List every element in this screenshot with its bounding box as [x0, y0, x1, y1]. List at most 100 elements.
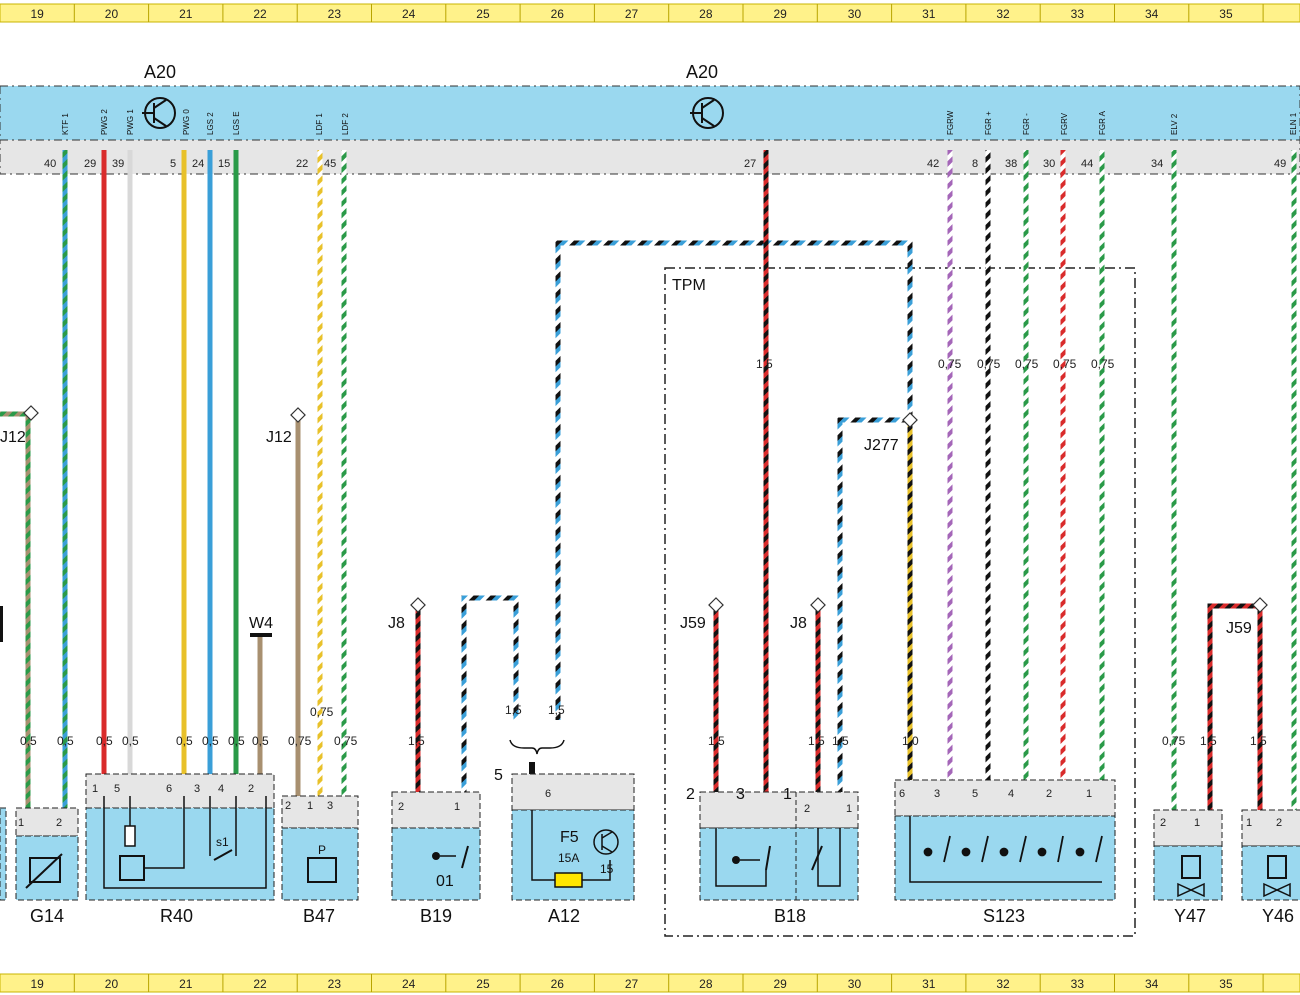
pin-label: 2 — [1160, 817, 1166, 829]
pin-label: 1 — [92, 783, 98, 795]
grid-bar-bottom — [0, 973, 1300, 993]
fuse-icon — [554, 872, 583, 888]
wire-size-label: 0,75 — [1053, 357, 1077, 371]
switch-label-s1: s1 — [216, 835, 229, 849]
component-label-b19: B19 — [420, 906, 452, 926]
grid-number: 24 — [402, 977, 416, 991]
wire — [1207, 603, 1263, 820]
switch-icon — [432, 852, 440, 860]
junction-label-j277: J277 — [864, 437, 899, 454]
wire-size-label: 0,5 — [57, 734, 74, 748]
wire-size-label: 0,75 — [977, 357, 1001, 371]
grid-number: 31 — [922, 977, 936, 991]
component-b19[interactable]: 01 2 1 — [391, 791, 481, 901]
pin-label: 1 — [307, 800, 313, 812]
pin-number: 40 — [44, 158, 56, 170]
pin-label: 2 — [285, 800, 291, 812]
pin-number: 29 — [84, 158, 96, 170]
pin-number: 24 — [192, 158, 204, 170]
signal-label: LDF 1 — [315, 113, 324, 135]
grid-number: 35 — [1219, 977, 1233, 991]
pin-number: 38 — [1005, 158, 1017, 170]
switch-icon — [732, 856, 740, 864]
component-g14[interactable]: 1 2 — [15, 807, 79, 901]
junction-icon — [290, 407, 306, 423]
grid-number: 32 — [996, 7, 1010, 21]
pin-number: 34 — [1151, 158, 1163, 170]
grid-number: 28 — [699, 7, 713, 21]
wire — [837, 417, 910, 800]
pin-label: 4 — [1008, 788, 1014, 800]
component-b47[interactable]: P 2 1 3 — [281, 795, 359, 901]
component-y46[interactable]: 1 2 — [1241, 809, 1300, 901]
pin-label: 2 — [1046, 788, 1052, 800]
wire-size-label: 0,75 — [334, 734, 358, 748]
junction-label-j8: J8 — [790, 615, 807, 632]
component-label-b47: B47 — [303, 906, 335, 926]
pin-label: 3 — [934, 788, 940, 800]
pin-label: 1 — [1194, 817, 1200, 829]
grid-number: 28 — [699, 977, 713, 991]
signal-label: FGRW — [946, 110, 955, 135]
pin-number: 45 — [324, 158, 336, 170]
grid-number: 35 — [1219, 7, 1233, 21]
brace-icon — [509, 739, 565, 755]
tpm-frame — [664, 267, 1136, 937]
switch-array-icon — [923, 835, 1103, 863]
module-a20-label-right: A20 — [686, 62, 718, 82]
component-b18[interactable]: 2 3 1 2 1 — [686, 786, 859, 901]
wires — [0, 150, 1297, 820]
pin-label: 1 — [783, 786, 792, 803]
component-r40[interactable]: s1 1 5 6 3 4 2 — [85, 773, 275, 901]
grid-number: 19 — [30, 977, 44, 991]
wire-size-label: 0,75 — [1015, 357, 1039, 371]
pin-label: 3 — [327, 800, 333, 812]
pin-number: 27 — [744, 158, 756, 170]
grid-number: 27 — [625, 7, 639, 21]
transistor-icon — [690, 97, 724, 129]
wire-size-label: 1,5 — [548, 703, 565, 717]
wire-size-label: 0,5 — [252, 734, 269, 748]
signal-label: PWG 1 — [126, 109, 135, 135]
wire — [555, 240, 913, 720]
sensor-icon — [29, 857, 61, 883]
pin-label: 3 — [736, 786, 745, 803]
pin-label: 2 — [686, 786, 695, 803]
grid-number: 30 — [848, 977, 862, 991]
pressure-sensor-icon — [307, 857, 337, 883]
component-s123[interactable]: 6 3 5 4 2 1 — [894, 779, 1116, 901]
junction-label-j8: J8 — [388, 615, 405, 632]
component-a12[interactable]: F5 15A 15 6 — [511, 773, 635, 901]
signal-label: PWG 0 — [182, 109, 191, 135]
wire-size-label: 0,75 — [288, 734, 312, 748]
component-label-y46: Y46 — [1262, 906, 1294, 926]
wire-size-label: 1,5 — [1200, 734, 1217, 748]
pin-number: 42 — [927, 158, 939, 170]
wire-size-label: 1,5 — [1250, 734, 1267, 748]
component-label-a12: A12 — [548, 906, 580, 926]
component-y47[interactable]: 2 1 — [1153, 809, 1223, 901]
grid-number: 26 — [551, 7, 565, 21]
grid-number: 22 — [253, 7, 267, 21]
wire-size-label: 0,5 — [96, 734, 113, 748]
grid-number: 24 — [402, 7, 416, 21]
grid-number: 29 — [773, 977, 787, 991]
component-label-y47: Y47 — [1174, 906, 1206, 926]
signal-label: LGS 2 — [206, 112, 215, 135]
fuse-rating: 15A — [558, 851, 579, 865]
grid-number: 20 — [105, 7, 119, 21]
grid-number: 23 — [328, 977, 342, 991]
grid-number: 33 — [1071, 977, 1085, 991]
pin-label: 4 — [218, 783, 224, 795]
pin-label: 6 — [899, 788, 905, 800]
wire-size-label: 1,5 — [832, 734, 849, 748]
fuse-pin: 15 — [600, 862, 614, 876]
grid-bar-top — [0, 3, 1300, 23]
grid-number: 23 — [328, 7, 342, 21]
tpm-label: TPM — [672, 277, 706, 294]
grid-number: 34 — [1145, 7, 1159, 21]
module-a20-label-left: A20 — [144, 62, 176, 82]
signal-label: PWG 2 — [100, 109, 109, 135]
wire — [0, 411, 31, 808]
